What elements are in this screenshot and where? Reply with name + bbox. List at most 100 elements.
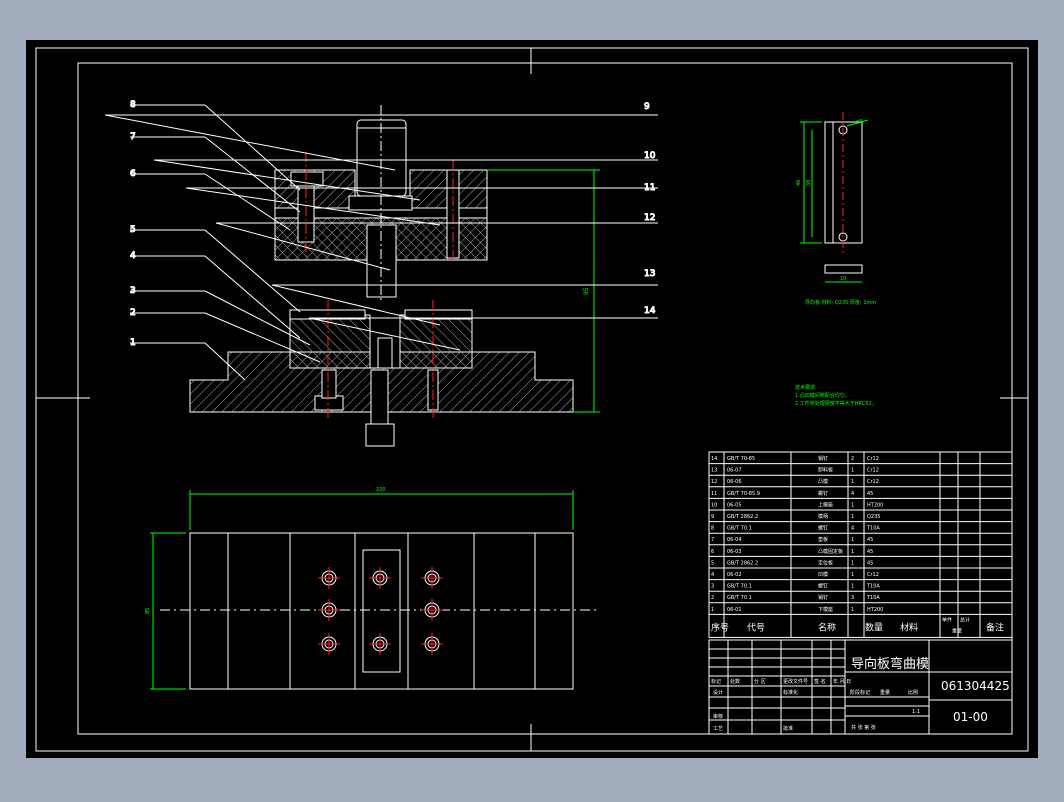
callout-3: 3 [130, 286, 136, 296]
bom-qty: 1 [851, 584, 854, 590]
part-dim-pitch: 38 [806, 180, 812, 186]
bom-name: 销钉 [818, 594, 828, 601]
plan-punch-slot [362, 549, 401, 673]
title-block: 导向板弯曲模 061304425 01-00 1:1 阶段标记 重量 比例 共 … [708, 639, 1013, 735]
drawing-title: 导向板弯曲模 [851, 656, 929, 672]
bom-name: 上模座 [818, 501, 833, 508]
bom-qty: 1 [851, 514, 854, 520]
bom-material: Q235 [867, 514, 880, 520]
bom-material: 45 [867, 560, 873, 566]
bom-no: 7 [711, 537, 714, 543]
title-block-frame [708, 639, 1013, 735]
sheets-label: 共 张 第 张 [851, 724, 876, 731]
bom-no: 11 [711, 491, 717, 497]
bom-header-weight: 总计 [960, 616, 970, 623]
bom-header: 数量 [865, 621, 883, 633]
sheet-code: 01-00 [953, 710, 988, 724]
bom-code: GB/T 2862.2 [727, 514, 758, 520]
part-dim-width: 10 [840, 276, 846, 282]
bom-code: GB/T 70-85.9 [727, 491, 760, 497]
bom-code: 06-02 [727, 572, 742, 578]
callout-7: 7 [130, 132, 136, 142]
bom-qty: 3 [851, 595, 854, 601]
bom-material: Cr12 [867, 468, 879, 474]
outer-border [35, 47, 1029, 752]
standardize-label: 标准化 [783, 689, 798, 696]
bom-name: 垫板 [818, 536, 828, 543]
bom-no: 8 [711, 526, 714, 532]
part-end-view [824, 264, 863, 274]
bom-no: 1 [711, 607, 714, 613]
bom-material: HT200 [867, 502, 883, 508]
rev-header: 签 名 [814, 678, 826, 685]
plan-height-label: 85 [145, 608, 151, 614]
bom-name: 销钉 [818, 455, 828, 462]
bom-code: GB/T 70.1 [727, 526, 752, 532]
bom-header: 代号 [747, 622, 765, 633]
plan-section-lines [227, 533, 536, 689]
bom-no: 13 [711, 468, 717, 474]
callout-14: 14 [644, 306, 656, 316]
bom-qty: 1 [851, 479, 854, 485]
weight-label: 重量 [880, 689, 890, 696]
review-label: 审核 [713, 713, 723, 720]
plan-holes [318, 567, 443, 655]
bom-name: 卸料板 [818, 467, 833, 474]
height-dimension-label: 95 [583, 287, 590, 295]
bom-code: GB/T 70.1 [727, 584, 752, 590]
lower-screw-body [321, 369, 337, 399]
bom-no: 12 [711, 479, 717, 485]
bom-no: 4 [711, 572, 714, 578]
process-label: 工艺 [713, 726, 723, 732]
plan-width-label: 220 [376, 487, 386, 493]
bom-material: Cr12 [867, 572, 879, 578]
bom-code: 06-04 [727, 537, 742, 543]
stem-bolt-head [365, 423, 395, 447]
callout-6: 6 [130, 169, 136, 179]
bom-qty: 1 [851, 572, 854, 578]
bom-qty: 1 [851, 549, 854, 555]
locating-plate-right [404, 309, 473, 320]
bom-name: 螺钉 [818, 525, 828, 532]
callout-2: 2 [130, 308, 136, 318]
tech-note-1: 1.凸凹模间隙配合均匀。 [795, 392, 850, 399]
bom-qty: 4 [851, 526, 854, 532]
plan-view: 220 85 [145, 487, 600, 690]
bom-code: 06-06 [727, 479, 742, 485]
bom-qty: 1 [851, 560, 854, 566]
plan-outline [189, 532, 574, 690]
drawing-number: 061304425 [941, 679, 1010, 693]
bom-material: 45 [867, 549, 873, 555]
bom-qty: 4 [851, 491, 854, 497]
stage-label: 阶段标记 [850, 689, 870, 696]
design-label: 设计 [713, 689, 723, 696]
bom-header: 备注 [986, 621, 1004, 633]
bom-material: Cr12 [867, 479, 879, 485]
section-view: 95 [189, 105, 600, 447]
die-block-right [399, 314, 473, 369]
plan-dimensions [150, 490, 574, 690]
callout-9: 9 [644, 102, 650, 112]
centering-marks [36, 48, 1028, 751]
bom-material: T10A [866, 526, 880, 532]
scale-label: 比例 [908, 689, 918, 696]
bom-code: GB/T 2862.2 [727, 560, 758, 566]
bom-header: 名称 [818, 621, 836, 633]
approve-label: 批准 [783, 725, 793, 732]
rev-header: 分 区 [754, 678, 766, 685]
bom-code: 06-01 [727, 607, 742, 613]
callout-5: 5 [130, 225, 136, 235]
upper-screw-head [290, 171, 324, 187]
bom-header-weight: 单件 [942, 616, 952, 623]
bom-material: 45 [867, 491, 873, 497]
bom-no: 3 [711, 584, 714, 590]
bom-no: 9 [711, 514, 714, 520]
bom-name: 螺钉 [818, 583, 828, 590]
bom-material: HT200 [867, 607, 883, 613]
callout-10: 10 [644, 151, 656, 161]
tech-note-2: 2.工件热处理硬度不得大于HRC62。 [795, 400, 877, 407]
bom-no: 10 [711, 502, 717, 508]
